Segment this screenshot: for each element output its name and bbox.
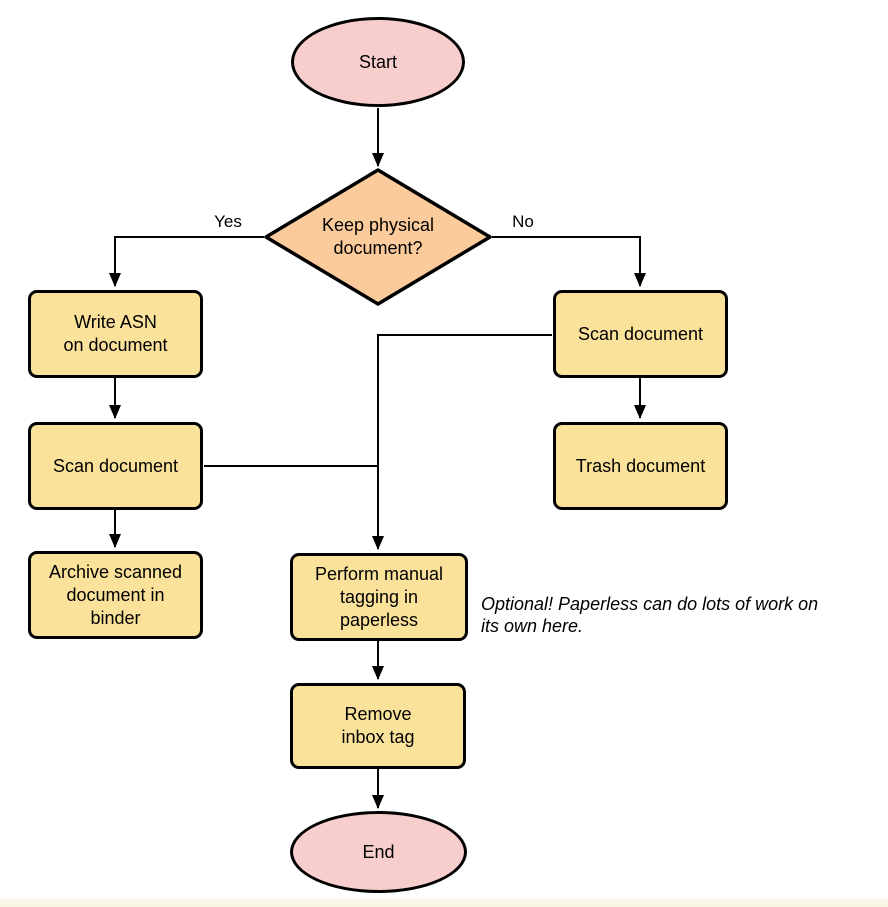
edge-decision-to-scan-right [492,236,646,287]
node-write-asn: Write ASN on document [28,290,203,378]
edge-decision-to-write-asn [109,236,264,287]
node-end-label: End [362,841,395,862]
node-write-asn-label: Write ASN on document [63,312,168,355]
node-end: End [290,811,467,893]
node-trash: Trash document [553,422,728,510]
node-scan-left: Scan document [28,422,203,510]
node-scan-left-label: Scan document [52,455,179,476]
node-archive: Archive scanned document in binder [28,551,203,639]
edge-label-yes: Yes [214,212,242,231]
decision-diamond-shape [264,168,492,306]
node-start: Start [291,17,465,107]
annotation-optional-note: Optional! Paperless can do lots of work … [481,594,819,636]
node-remove-inbox-label: Remove inbox tag [341,704,415,747]
edge-label-no: No [512,212,534,231]
node-perform-tagging-label: Perform manual tagging in paperless [314,563,444,630]
node-decision-label: Keep physical document? [321,215,435,258]
node-start-label: Start [358,51,397,72]
node-archive-label: Archive scanned document in binder [48,561,183,628]
node-scan-right: Scan document [553,290,728,378]
node-trash-label: Trash document [575,455,706,476]
node-scan-right-label: Scan document [577,323,704,344]
bottom-edge-strip [0,899,888,907]
node-remove-inbox: Remove inbox tag [290,683,466,769]
node-perform-tagging: Perform manual tagging in paperless [290,553,468,641]
edge-scan-right-to-perform-tagging [372,334,552,550]
